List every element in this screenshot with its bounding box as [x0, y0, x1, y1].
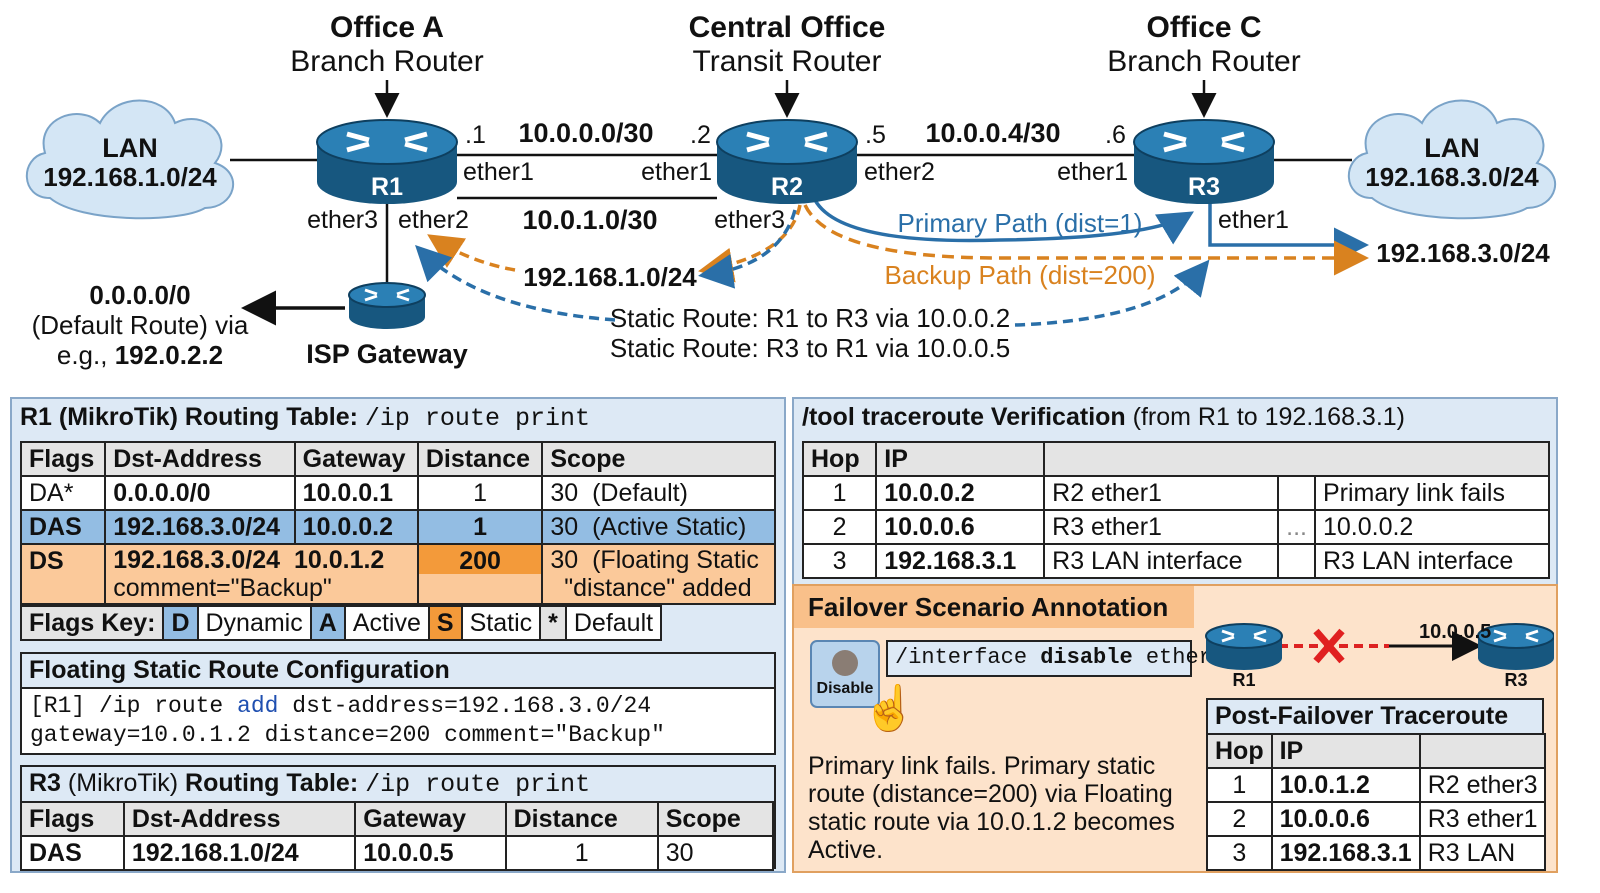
r1-ether3: ether3	[307, 206, 378, 234]
r1-table-title: R1 (MikroTik) Routing Table: /ip route p…	[20, 403, 590, 433]
office-c-role: Branch Router	[1107, 45, 1300, 78]
link-r1-r2-subnet: 10.0.0.0/30	[518, 118, 653, 148]
failover-link-ip: 10.0.0.5	[1419, 621, 1491, 643]
failure-x-icon	[1313, 628, 1345, 664]
r1-ether1: ether1	[463, 158, 534, 186]
r3-routing-box: R3 (MikroTik) Routing Table: /ip route p…	[20, 765, 776, 871]
office-a-title: Office A	[330, 11, 444, 44]
r1-label: R1	[371, 173, 403, 201]
dest-left-subnet: 192.168.1.0/24	[523, 262, 697, 292]
failover-r1-icon	[1204, 622, 1284, 672]
dest-right-subnet: 192.168.3.0/24	[1376, 238, 1550, 268]
r1-ether2: ether2	[398, 206, 469, 234]
floating-config-title: Floating Static Route Configuration	[22, 654, 774, 689]
traceroute-panel: /tool traceroute Verification (from R1 t…	[792, 397, 1558, 587]
default-route-net: 0.0.0.0/0	[89, 280, 190, 310]
r1-routing-panel: R1 (MikroTik) Routing Table: /ip route p…	[10, 397, 786, 873]
floating-config-code[interactable]: [R1] /ip route add dst-address=192.168.3…	[30, 693, 665, 748]
static-route-r3-r1: Static Route: R3 to R1 via 10.0.0.5	[610, 333, 1010, 363]
lan-left-label: LAN	[102, 133, 158, 163]
r2-ether2: ether2	[864, 158, 935, 186]
r3-label: R3	[1188, 173, 1220, 201]
r3-ether1-lan: ether1	[1218, 206, 1289, 234]
primary-path-label: Primary Path (dist=1)	[898, 208, 1143, 238]
r3-table-title: R3 (MikroTik) Routing Table: /ip route p…	[22, 767, 774, 801]
failover-link-diagram: 10.0.0.5 R1 R3	[1204, 621, 1554, 690]
magnifier-icon	[832, 650, 858, 676]
central-office-title: Central Office	[689, 11, 886, 44]
r2-ether1: ether1	[641, 158, 712, 186]
office-c-title: Office C	[1146, 11, 1261, 44]
backup-path-label: Backup Path (dist=200)	[885, 260, 1156, 290]
disable-button[interactable]: Disable	[810, 640, 880, 708]
network-diagram: Office A Branch Router Central Office Tr…	[25, 11, 1557, 370]
pointer-hand-icon: ☝	[862, 684, 917, 733]
failover-r3-label: R3	[1504, 670, 1527, 690]
isp-gateway-icon[interactable]	[347, 281, 427, 331]
r2-label: R2	[771, 173, 803, 201]
backup-link-subnet: 10.0.1.0/30	[522, 205, 657, 235]
r2-ip: .2	[690, 121, 711, 149]
office-a-role: Branch Router	[290, 45, 483, 78]
failover-r1-label: R1	[1232, 670, 1255, 690]
floating-config-box: Floating Static Route Configuration [R1]…	[20, 652, 776, 755]
static-route-r1-r3: Static Route: R1 to R3 via 10.0.0.2	[610, 303, 1010, 333]
default-route-gateway: e.g., 192.0.2.2	[57, 340, 223, 370]
link-r2-r3-subnet: 10.0.0.4/30	[925, 118, 1060, 148]
traceroute-title: /tool traceroute Verification (from R1 t…	[802, 403, 1406, 431]
r2-ether3: ether3	[714, 206, 785, 234]
failover-description: Primary link fails. Primary static route…	[808, 752, 1175, 864]
lan-left-subnet: 192.168.1.0/24	[43, 162, 217, 192]
failover-panel: Failover Scenario Annotation Disable ☝ /…	[792, 584, 1558, 873]
isp-gateway-label: ISP Gateway	[306, 339, 468, 369]
post-failover-title: Post-Failover Traceroute	[1208, 700, 1542, 733]
central-office-role: Transit Router	[693, 45, 882, 78]
lan-right-label: LAN	[1424, 133, 1480, 163]
r3-ip: .6	[1105, 121, 1126, 149]
failover-title: Failover Scenario Annotation	[794, 586, 1194, 628]
disable-command[interactable]: /interface disable ether1	[886, 640, 1225, 677]
r1-ip: .1	[465, 121, 486, 149]
default-route-desc: (Default Route) via	[32, 310, 249, 340]
r2-ip-b: .5	[865, 121, 886, 149]
r3-ether1: ether1	[1057, 158, 1128, 186]
lan-right-subnet: 192.168.3.0/24	[1365, 162, 1539, 192]
